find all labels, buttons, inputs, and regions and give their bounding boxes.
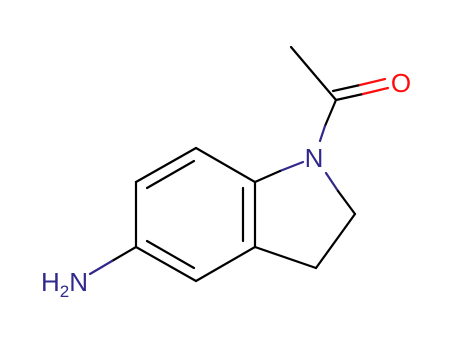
bond-c4-c3a — [194, 245, 257, 283]
bond-c5-amine — [110, 245, 138, 263]
bond-c5-c4 — [134, 245, 198, 283]
amine-nitrogen: N — [69, 267, 88, 297]
amine-hydrogen: H — [41, 267, 60, 297]
bond-c7a-c7 — [194, 146, 257, 184]
bond-c5-c4-inner — [145, 239, 196, 270]
oxygen-label: O — [391, 68, 411, 98]
bond-carbonyl-oxygen-1-red — [361, 86, 390, 96]
bond-carbonyl-nitrogen-blue — [318, 124, 327, 143]
bond-nitrogen-c7a — [253, 169, 282, 184]
bond-c7-c6 — [134, 146, 198, 184]
amine-label: H2N — [41, 267, 88, 301]
bond-c2-c3 — [314, 212, 357, 270]
nitrogen-ring-label: N — [305, 143, 324, 173]
bond-carbonyl-oxygen-2-red — [358, 77, 387, 87]
bond-nitrogen-c7a-blue — [278, 160, 305, 173]
bond-c5-amine-blue — [88, 259, 114, 276]
bond-c7-c6-inner — [145, 159, 196, 190]
bond-c3-c3a — [253, 245, 318, 270]
bond-nitrogen-c2 — [324, 171, 340, 193]
bond-methyl-carbonyl — [289, 45, 338, 102]
bond-carbonyl-oxygen-1 — [334, 92, 365, 102]
bond-carbonyl-oxygen-2 — [331, 83, 362, 93]
amine-subscript: 2 — [60, 282, 69, 301]
bond-carbonyl-nitrogen — [323, 98, 338, 128]
bond-nitrogen-c2-black — [336, 189, 357, 216]
